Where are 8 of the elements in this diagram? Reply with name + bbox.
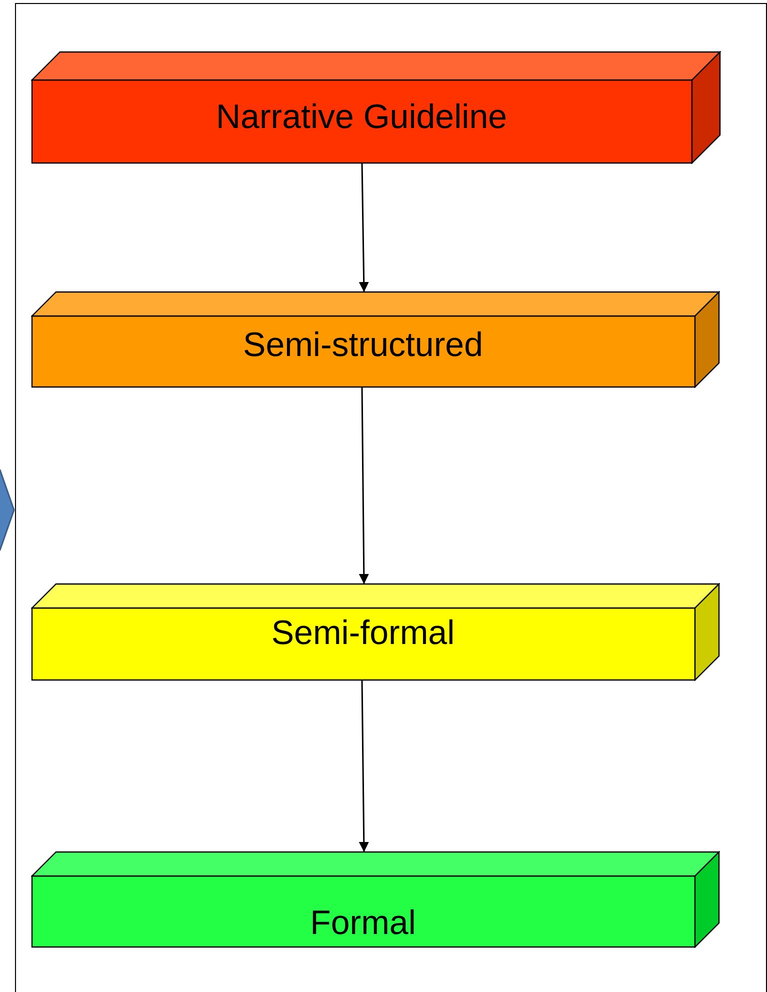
arrow (358, 162, 369, 292)
arrow (358, 680, 369, 852)
arrow (358, 387, 369, 584)
block-label: Narrative Guideline (214, 98, 508, 136)
block-label: Semi-structured (242, 326, 484, 364)
frame-box (15, 3, 767, 992)
block-label: Semi-formal (270, 614, 456, 652)
block-label: Formal (309, 904, 417, 942)
